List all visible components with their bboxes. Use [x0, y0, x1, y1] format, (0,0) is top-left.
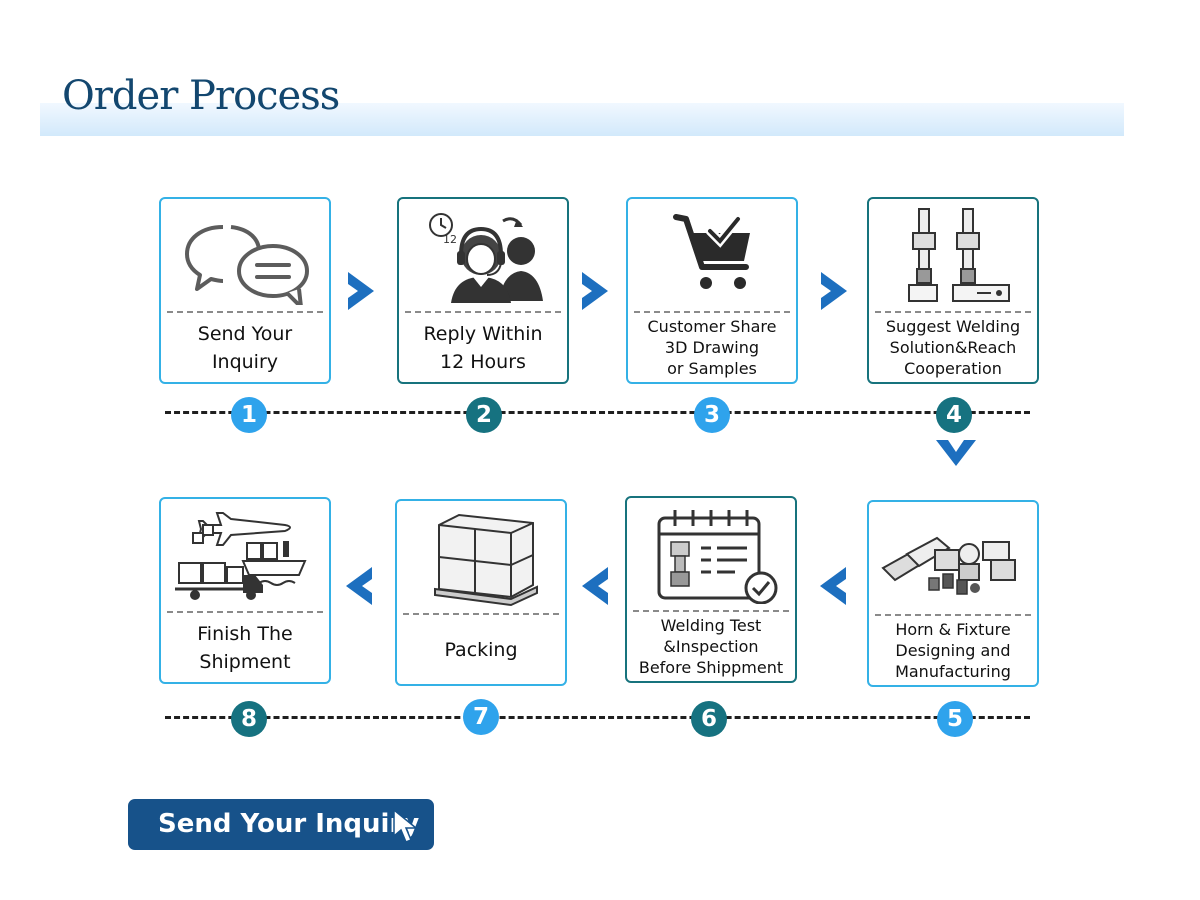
step-number-badge: 4: [936, 397, 972, 433]
step-number-badge: 7: [463, 699, 499, 735]
step-card-7: Packing: [395, 499, 567, 686]
step-label: Finish The Shipment: [197, 622, 293, 673]
step-label: Suggest Welding Solution&Reach Cooperati…: [885, 317, 1021, 378]
step-card-5: Horn & Fixture Designing and Manufacturi…: [867, 500, 1039, 687]
clock-badge: 12: [443, 233, 457, 246]
welding-machine-icon: [908, 208, 1010, 302]
step-card-4: Suggest Welding Solution&Reach Cooperati…: [867, 197, 1039, 384]
timeline-dashed-line: [165, 411, 1030, 414]
chevron-down-icon: [936, 440, 976, 466]
page-title: Order Process: [62, 73, 340, 119]
step-card-6: Welding Test &Inspection Before Shippmen…: [625, 496, 797, 683]
shipping-transport-icon: [175, 512, 307, 600]
step-card-3: Customer Share 3D Drawing or Samples: [626, 197, 798, 384]
step-label: Horn & Fixture Designing and Manufacturi…: [895, 620, 1011, 681]
step-number-badge: 3: [694, 397, 730, 433]
chevron-right-icon: [348, 272, 374, 310]
send-inquiry-label: Send Your Inquiry: [158, 809, 420, 839]
card-divider: [633, 610, 789, 612]
step-card-1: Send Your Inquiry: [159, 197, 331, 384]
step-number-badge: 2: [466, 397, 502, 433]
step-number-badge: 1: [231, 397, 267, 433]
step-label: Customer Share 3D Drawing or Samples: [647, 317, 777, 378]
step-label: Reply Within 12 Hours: [423, 322, 543, 373]
chevron-left-icon: [346, 567, 372, 605]
step-number-badge: 6: [691, 701, 727, 737]
chevron-left-icon: [582, 567, 608, 605]
card-divider: [403, 613, 559, 615]
step-number-badge: 8: [231, 701, 267, 737]
card-divider: [167, 611, 323, 613]
step-card-2: 12 Reply Within 12 Hours: [397, 197, 569, 384]
shopping-cart-icon: [673, 214, 750, 289]
pallet-boxes-icon: [434, 513, 538, 607]
chat-bubbles-icon: [185, 225, 309, 305]
card-divider: [634, 311, 790, 313]
step-label: Welding Test &Inspection Before Shippmen…: [638, 616, 784, 677]
chevron-left-icon: [820, 567, 846, 605]
mouse-cursor-icon: [393, 808, 419, 843]
card-divider: [875, 614, 1031, 616]
header-band: [40, 103, 1124, 136]
support-agent-icon: 12: [429, 213, 543, 303]
timeline-dashed-line: [165, 716, 1030, 719]
step-card-8: Finish The Shipment: [159, 497, 331, 684]
step-label: Packing: [444, 638, 518, 661]
step-label: Send Your Inquiry: [197, 322, 293, 373]
send-inquiry-button[interactable]: Send Your Inquiry: [128, 799, 434, 850]
step-number-badge: 5: [937, 701, 973, 737]
chevron-right-icon: [582, 272, 608, 310]
card-divider: [875, 311, 1031, 313]
calendar-inspection-icon: [657, 510, 778, 604]
card-divider: [167, 311, 323, 313]
card-divider: [405, 311, 561, 313]
chevron-right-icon: [821, 272, 847, 310]
horns-fixtures-icon: [881, 536, 1016, 595]
